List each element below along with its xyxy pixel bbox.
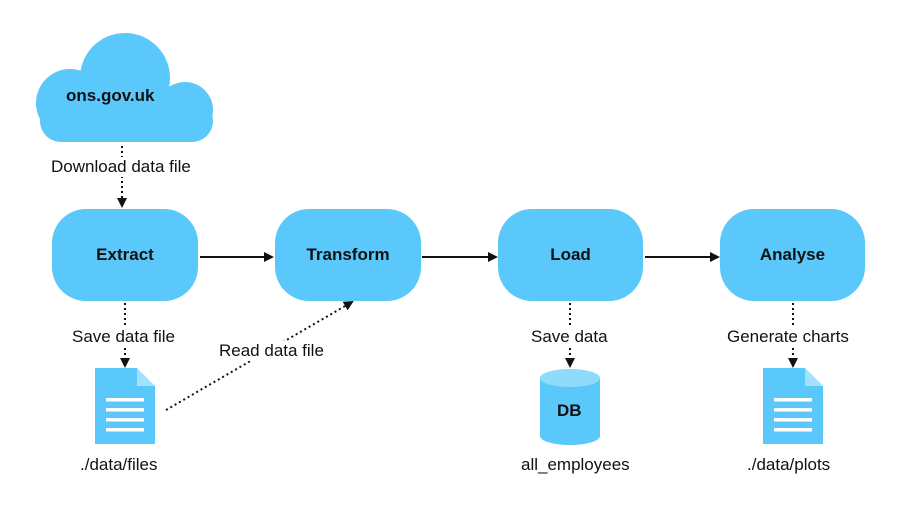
transform-label: Transform (306, 245, 390, 264)
save-file-label: Save data file (70, 327, 178, 347)
cloud-label: ons.gov.uk (66, 86, 155, 105)
load-label: Load (550, 245, 591, 264)
read-file-label: Read data file (217, 341, 326, 361)
generate-charts-label: Generate charts (725, 327, 851, 347)
analyse-label: Analyse (759, 245, 826, 264)
files-to-transform-connector (165, 300, 354, 411)
analyse-node: Analyse (720, 209, 865, 301)
save-data-label: Save data (529, 327, 610, 347)
extract-node: Extract (52, 209, 198, 301)
cloud-icon (36, 33, 213, 142)
files-caption: ./data/files (78, 455, 160, 475)
download-label: Download data file (49, 157, 193, 177)
plots-caption: ./data/plots (745, 455, 833, 475)
db-label: DB (557, 401, 582, 420)
plots-document-icon (763, 368, 823, 444)
database-icon (540, 369, 600, 445)
extract-label: Extract (96, 245, 154, 264)
file-document-icon (95, 368, 155, 444)
transform-node: Transform (275, 209, 421, 301)
load-node: Load (498, 209, 643, 301)
db-name-caption: all_employees (519, 455, 632, 475)
